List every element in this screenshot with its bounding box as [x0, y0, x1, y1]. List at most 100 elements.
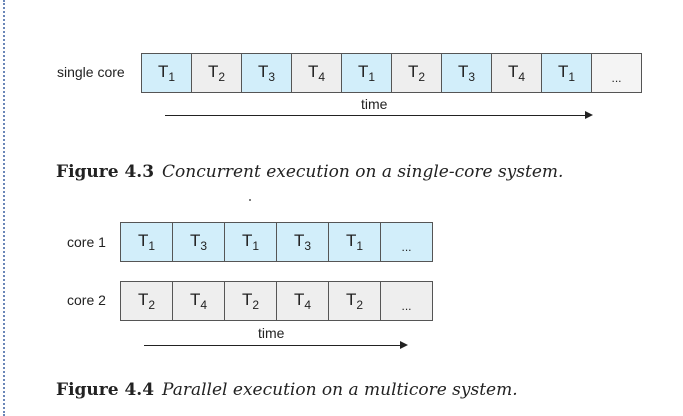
- thread-name: T: [557, 62, 569, 81]
- thread-label: T4: [190, 290, 207, 312]
- thread-index: 2: [148, 298, 156, 312]
- thread-name: T: [241, 231, 253, 250]
- thread-cell: T1: [141, 53, 192, 93]
- continuation-ellipsis: ...: [401, 240, 412, 254]
- core-1-label: core 1: [67, 234, 106, 250]
- thread-cell: T3: [276, 222, 329, 262]
- thread-cell: T2: [191, 53, 242, 93]
- thread-cell: T4: [276, 281, 329, 321]
- thread-name: T: [137, 290, 149, 309]
- thread-label: T4: [294, 290, 311, 312]
- thread-label: T2: [346, 290, 363, 312]
- time-label-multi: time: [258, 325, 285, 341]
- thread-cell: T1: [341, 53, 392, 93]
- thread-cell: T1: [224, 222, 277, 262]
- figure-4-4-text: Parallel execution on a multicore system…: [162, 380, 518, 400]
- thread-cell: T4: [291, 53, 342, 93]
- thread-index: 3: [468, 70, 476, 84]
- thread-cell: T3: [441, 53, 492, 93]
- thread-index: 1: [356, 239, 364, 253]
- thread-name: T: [207, 62, 219, 81]
- thread-name: T: [137, 231, 149, 250]
- thread-cell: T2: [391, 53, 442, 93]
- time-label-single: time: [361, 96, 388, 112]
- figure-4-3-number: Figure 4.3: [56, 162, 155, 182]
- thread-index: 1: [252, 239, 260, 253]
- continuation-ellipsis: ...: [401, 299, 412, 313]
- thread-label: T3: [458, 62, 475, 84]
- thread-name: T: [293, 290, 305, 309]
- thread-label: T3: [258, 62, 275, 84]
- time-arrow-multi: [144, 341, 408, 349]
- thread-label: T1: [138, 231, 155, 253]
- figure-4-3-text: Concurrent execution on a single-core sy…: [162, 162, 564, 182]
- thread-cell: ...: [380, 222, 433, 262]
- thread-index: 3: [200, 239, 208, 253]
- thread-index: 2: [218, 70, 226, 84]
- thread-index: 4: [304, 298, 312, 312]
- thread-label: T1: [346, 231, 363, 253]
- thread-cell: T3: [172, 222, 225, 262]
- thread-name: T: [189, 231, 201, 250]
- thread-label: T2: [138, 290, 155, 312]
- thread-label: T1: [358, 62, 375, 84]
- thread-name: T: [157, 62, 169, 81]
- figure-4-4-caption: Figure 4.4 Parallel execution on a multic…: [56, 380, 518, 400]
- thread-name: T: [407, 62, 419, 81]
- thread-cell: ...: [591, 53, 642, 93]
- page-margin-border: [3, 0, 5, 416]
- thread-name: T: [241, 290, 253, 309]
- thread-index: 1: [168, 70, 176, 84]
- thread-name: T: [507, 62, 519, 81]
- thread-name: T: [345, 290, 357, 309]
- thread-label: T2: [242, 290, 259, 312]
- thread-index: 1: [148, 239, 156, 253]
- thread-name: T: [307, 62, 319, 81]
- thread-label: T1: [558, 62, 575, 84]
- thread-cell: T4: [172, 281, 225, 321]
- thread-index: 3: [304, 239, 312, 253]
- single-core-label: single core: [57, 64, 125, 80]
- core-2-label: core 2: [67, 292, 106, 308]
- thread-cell: T2: [224, 281, 277, 321]
- thread-index: 1: [568, 70, 576, 84]
- thread-cell: T1: [328, 222, 381, 262]
- thread-index: 3: [268, 70, 276, 84]
- thread-cell: T3: [241, 53, 292, 93]
- thread-label: T1: [158, 62, 175, 84]
- thread-index: 2: [356, 298, 364, 312]
- thread-label: T2: [208, 62, 225, 84]
- thread-cell: ...: [380, 281, 433, 321]
- thread-index: 4: [200, 298, 208, 312]
- continuation-ellipsis: ...: [611, 71, 622, 85]
- thread-cell: T2: [328, 281, 381, 321]
- stray-dot: [249, 199, 251, 201]
- thread-cell: T1: [120, 222, 173, 262]
- figure-4-3-caption: Figure 4.3 Concurrent execution on a sing…: [56, 162, 563, 182]
- thread-index: 4: [318, 70, 326, 84]
- thread-label: T3: [294, 231, 311, 253]
- thread-name: T: [357, 62, 369, 81]
- time-arrow-single: [165, 111, 593, 119]
- thread-name: T: [189, 290, 201, 309]
- thread-index: 2: [418, 70, 426, 84]
- thread-label: T4: [508, 62, 525, 84]
- thread-name: T: [257, 62, 269, 81]
- thread-name: T: [345, 231, 357, 250]
- thread-label: T4: [308, 62, 325, 84]
- figure-4-4-number: Figure 4.4: [56, 380, 155, 400]
- thread-label: T1: [242, 231, 259, 253]
- thread-label: T3: [190, 231, 207, 253]
- thread-name: T: [457, 62, 469, 81]
- thread-label: T2: [408, 62, 425, 84]
- thread-cell: T2: [120, 281, 173, 321]
- thread-cell: T1: [541, 53, 592, 93]
- thread-index: 2: [252, 298, 260, 312]
- thread-cell: T4: [491, 53, 542, 93]
- thread-index: 4: [518, 70, 526, 84]
- thread-index: 1: [368, 70, 376, 84]
- thread-name: T: [293, 231, 305, 250]
